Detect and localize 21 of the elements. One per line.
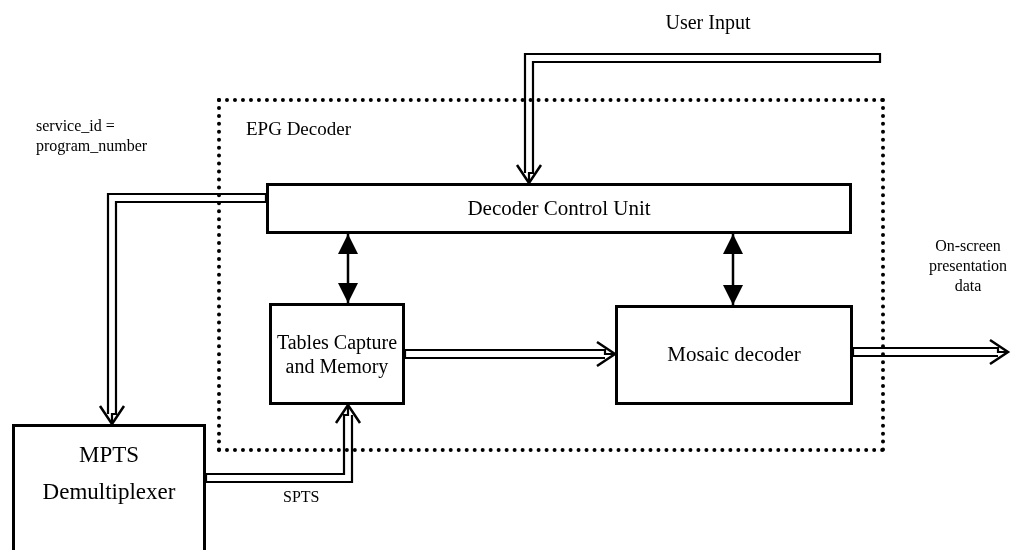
edge-label: User Input	[664, 10, 752, 35]
control-unit-box	[266, 183, 852, 234]
double-headed-arrow	[721, 234, 745, 305]
double-line-arrow	[204, 403, 362, 484]
group-title: EPG Decoder	[246, 118, 351, 141]
box-label: MPTS Demultiplexer	[41, 441, 177, 506]
process-box	[269, 303, 405, 405]
process-box	[615, 305, 853, 405]
edge-label: On-screen presentation data	[927, 236, 1009, 296]
box-label: Mosaic decoder	[667, 342, 801, 368]
double-line-arrow	[403, 340, 617, 368]
double-line-arrow	[851, 338, 1010, 366]
dotted-boundary-box	[217, 98, 885, 452]
box-label: Decoder Control Unit	[467, 195, 651, 222]
double-line-arrow	[98, 192, 268, 426]
double-headed-arrow	[336, 234, 360, 303]
edge-label: SPTS	[283, 487, 321, 507]
double-line-arrow	[515, 52, 882, 185]
process-box	[12, 424, 206, 550]
box-label: Tables Capture and Memory	[275, 330, 399, 378]
edge-label: service_id = program_number	[36, 116, 149, 156]
